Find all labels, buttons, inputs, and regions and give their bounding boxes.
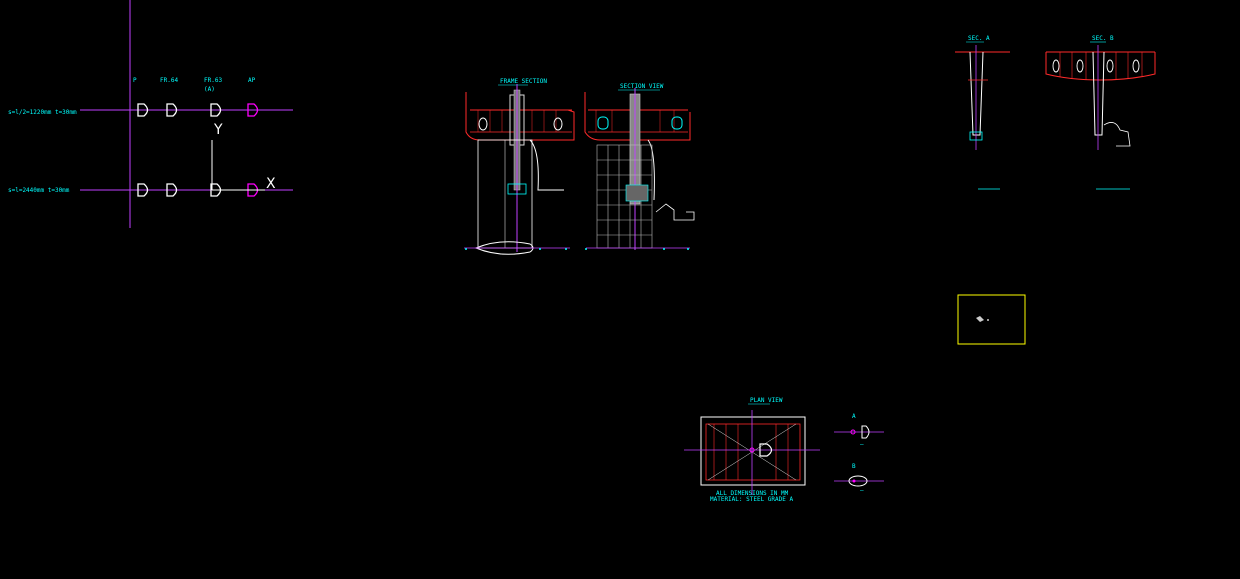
half-flange-icon (247, 183, 259, 197)
section-a-title: FRAME SECTION (500, 78, 547, 85)
half-flange-icon (137, 103, 222, 117)
detail-a-title: A (852, 413, 856, 420)
svg-text:—: — (860, 441, 864, 448)
svg-text:—: — (860, 487, 864, 494)
half-flange-icon (759, 443, 773, 457)
right-section-b: SEC. B (1045, 35, 1156, 190)
legend-col-label-3: FR.63 (204, 77, 222, 84)
section-view-b: SECTION VIEW (584, 83, 695, 250)
yellow-detail-frame (957, 294, 1026, 345)
right-view-a-title: SEC. A (968, 35, 990, 42)
legend-col-label-4: AP (248, 77, 256, 84)
right-view-b-title: SEC. B (1092, 35, 1114, 42)
legend-col-label-1: P (133, 77, 137, 84)
axis-y-label: Y (213, 122, 223, 138)
plan-note-2: MATERIAL: STEEL GRADE A (710, 496, 793, 503)
axis-x-label: X (266, 176, 276, 192)
frame-section-a: FRAME SECTION (464, 78, 575, 255)
legend-row1-label: s=l/2=1220mm t=30mm (8, 109, 77, 116)
legend-row2-label: s=l=2440mm t=30mm (8, 187, 70, 194)
detail-a: A — (834, 413, 884, 448)
plan-note-1: ALL DIMENSIONS IN MM (716, 490, 789, 497)
half-flange-icon (247, 103, 259, 117)
half-flange-icon (137, 183, 222, 197)
section-b-title: SECTION VIEW (620, 83, 664, 90)
detail-b: B — (834, 463, 884, 494)
plan-view: PLAN VIEW ALL DIMENSIONS IN MM MATERIAL:… (684, 397, 820, 503)
axis-cross-icon: Y X (211, 122, 276, 192)
flange-legend-group: P FR.64 FR.63 (A) AP s=l/2=1220mm t=30mm… (8, 0, 293, 228)
detail-b-title: B (852, 463, 856, 470)
legend-col-label-3-sub: (A) (204, 86, 215, 93)
legend-col-label-2: FR.64 (160, 77, 178, 84)
right-section-a: SEC. A (955, 35, 1010, 190)
plan-title: PLAN VIEW (750, 397, 783, 404)
